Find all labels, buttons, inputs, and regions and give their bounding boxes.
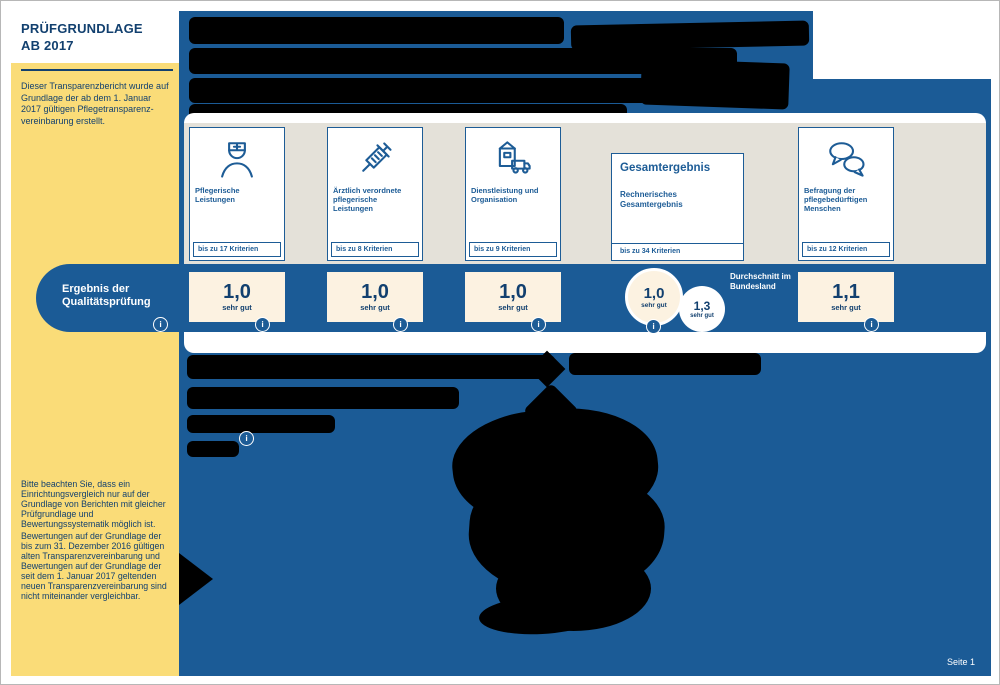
sidebar-note-paragraph-2: Bewertungen auf der Grundlage der bis zu… (21, 531, 167, 601)
house-truck-icon (466, 128, 560, 184)
sidebar-title-line1: PRÜFGRUNDLAGE (21, 21, 143, 36)
header-white-corner (813, 11, 991, 79)
syringe-icon (328, 128, 422, 184)
score-value: 1,0 (361, 281, 389, 303)
nurse-icon (190, 128, 284, 184)
sidebar-divider (21, 69, 173, 71)
speech-bubbles-icon (799, 128, 893, 184)
overall-result-card: Gesamtergebnis Rechnerisches Gesamtergeb… (611, 153, 744, 261)
category-criteria: bis zu 9 Kriterien (469, 242, 557, 257)
score-rating: sehr gut (360, 303, 390, 312)
info-button-category-2[interactable]: i (393, 317, 408, 332)
sidebar-header: PRÜFGRUNDLAGE AB 2017 (11, 11, 179, 63)
info-button-category-4[interactable]: i (864, 317, 879, 332)
redacted-triangle (179, 553, 213, 605)
category-label: Dienstleistung und Organisation (471, 186, 539, 204)
overall-score-value: 1,0 (643, 284, 665, 302)
score-value: 1,0 (223, 281, 251, 303)
category-card-aerztlich-verordnete-leistungen: Ärztlich verordnete pflegerische Leistun… (327, 127, 423, 261)
redacted-text-block (187, 441, 239, 457)
category-criteria: bis zu 17 Kriterien (193, 242, 281, 257)
redacted-text-block (189, 17, 564, 44)
score-box-befragung: 1,1 sehr gut (798, 272, 894, 322)
category-criteria: bis zu 12 Kriterien (802, 242, 890, 257)
category-card-pflegerische-leistungen: Pflegerische Leistungen bis zu 17 Kriter… (189, 127, 285, 261)
info-button-overall[interactable]: i (646, 319, 661, 334)
redacted-text-block (640, 58, 790, 110)
sidebar-title-line2: AB 2017 (21, 38, 74, 53)
main-report-area: Pflegerische Leistungen bis zu 17 Kriter… (179, 11, 991, 676)
result-band: Ergebnis der Qualitätsprüfung i 1,0 sehr… (36, 264, 986, 334)
category-card-dienstleistung-organisation: Dienstleistung und Organisation bis zu 9… (465, 127, 561, 261)
redacted-text-block (187, 415, 335, 433)
overall-criteria: bis zu 34 Kriterien (612, 243, 743, 260)
page-number: Seite 1 (946, 657, 975, 667)
redacted-text-block (189, 78, 704, 103)
sidebar-note: Bitte beachten Sie, dass ein Einrichtung… (21, 479, 171, 601)
redacted-text-block (187, 387, 459, 409)
category-criteria: bis zu 8 Kriterien (331, 242, 419, 257)
info-button-comment[interactable]: i (239, 431, 254, 446)
overall-score-rating: sehr gut (641, 301, 667, 309)
state-average-rating: sehr gut (690, 312, 714, 319)
state-average-value: 1,3 (693, 298, 711, 313)
category-label: Ärztlich verordnete pflegerische Leistun… (333, 186, 402, 213)
state-average-label: Durchschnitt im Bundesland (730, 272, 791, 291)
redacted-text-block (187, 355, 555, 379)
overall-score-circle: 1,0 sehr gut (625, 268, 683, 326)
score-value: 1,0 (499, 281, 527, 303)
result-band-label: Ergebnis der Qualitätsprüfung (62, 283, 151, 308)
score-rating: sehr gut (831, 303, 861, 312)
sidebar-note-paragraph-1: Bitte beachten Sie, dass ein Einrichtung… (21, 479, 166, 529)
sidebar-intro-text: Dieser Transparenzbericht wurde auf Grun… (21, 81, 169, 126)
score-box-aerztlich-verordnete-leistungen: 1,0 sehr gut (327, 272, 423, 322)
sidebar: PRÜFGRUNDLAGE AB 2017 Dieser Transparenz… (11, 11, 179, 676)
redacted-text-block (570, 20, 810, 51)
info-button-category-1[interactable]: i (255, 317, 270, 332)
score-rating: sehr gut (498, 303, 528, 312)
score-value: 1,1 (832, 281, 860, 303)
state-average-circle: 1,3 sehr gut (679, 286, 725, 332)
redacted-blob (478, 592, 605, 638)
category-card-befragung: Befragung der pflegebedürftigen Menschen… (798, 127, 894, 261)
info-button-band-label[interactable]: i (153, 317, 168, 332)
score-box-dienstleistung-organisation: 1,0 sehr gut (465, 272, 561, 322)
redacted-text-block (569, 353, 761, 375)
info-button-category-3[interactable]: i (531, 317, 546, 332)
score-box-pflegerische-leistungen: 1,0 sehr gut (189, 272, 285, 322)
score-rating: sehr gut (222, 303, 252, 312)
overall-title: Gesamtergebnis (620, 162, 711, 174)
category-label: Befragung der pflegebedürftigen Menschen (804, 186, 868, 213)
category-label: Pflegerische Leistungen (195, 186, 240, 204)
overall-subtitle: Rechnerisches Gesamtergebnis (620, 190, 683, 209)
